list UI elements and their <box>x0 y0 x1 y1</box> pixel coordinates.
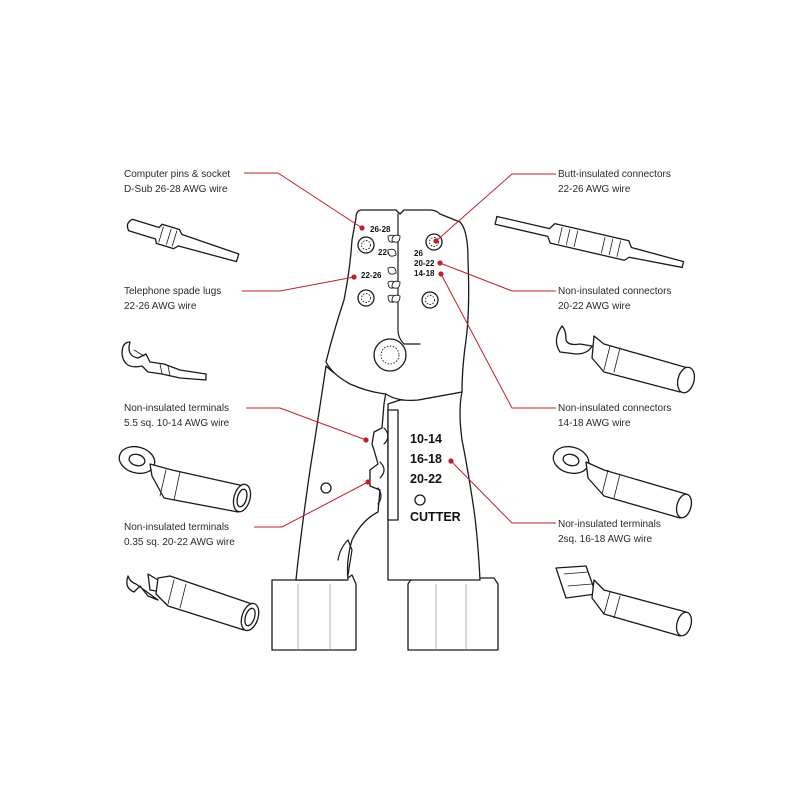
left-arm <box>295 365 387 581</box>
label-butt-insulated-line1: Butt-insulated connectors <box>558 169 671 180</box>
jaw-gap <box>397 213 421 345</box>
label-telephone-spade-line1: Telephone spade lugs <box>124 286 221 297</box>
right-arm-rivet <box>414 494 426 506</box>
left-arm-flange <box>337 538 353 576</box>
die-mark-26-28: 26-28 <box>370 225 391 234</box>
label-nor-insulated-terminals-line2: 2sq. 16-18 AWG wire <box>558 534 653 545</box>
jaw-mark-10-14: 10-14 <box>410 432 442 446</box>
female-spade-2sq-illustration <box>555 565 693 637</box>
label-telephone-spade-line2: 22-26 AWG wire <box>124 301 197 312</box>
die-mark-26: 26 <box>414 249 423 258</box>
label-nor-insulated-terminals-line1: Nor-insulated terminals <box>558 519 661 530</box>
die-mark-20-22: 20-22 <box>414 259 435 268</box>
label-noninsulated-terminals-55-line2: 5.5 sq. 10-14 AWG wire <box>124 418 230 429</box>
head-bolts <box>357 233 443 309</box>
label-noninsulated-terminals-55-line1: Non-insulated terminals <box>124 403 229 414</box>
jaw-mark-20-22: 20-22 <box>410 472 442 486</box>
telephone-spade-illustration <box>121 341 207 381</box>
crimping-tool: 26-28 22- 22-26 26 20-22 14-18 10-14 16-… <box>271 209 499 651</box>
label-noninsulated-connectors-1418-line2: 14-18 AWG wire <box>558 418 631 429</box>
die-mark-14-18: 14-18 <box>414 269 435 278</box>
right-arm-die-profile <box>387 409 399 521</box>
computer-pin-illustration <box>126 218 240 263</box>
left-grip-seam <box>297 583 331 651</box>
right-grip-seam <box>435 583 467 651</box>
die-mark-22-26: 22-26 <box>361 271 382 280</box>
spade-terminal-035-illustration <box>126 573 260 632</box>
upper-die-teeth <box>387 234 401 303</box>
ring-terminal-1014-illustration <box>118 445 252 513</box>
tool-head <box>325 209 470 402</box>
label-noninsulated-connectors-2022-line1: Non-insulated connectors <box>558 286 671 297</box>
label-computer-pins-line2: D-Sub 26-28 AWG wire <box>124 184 228 195</box>
left-handle-grip <box>271 574 357 651</box>
pivot-bolt-center <box>380 345 400 365</box>
label-noninsulated-connectors-2022-line2: 20-22 AWG wire <box>558 301 631 312</box>
ring-connector-1418-illustration <box>552 445 693 519</box>
label-noninsulated-terminals-035-line1: Non-insulated terminals <box>124 522 229 533</box>
die-mark-22: 22- <box>378 248 390 257</box>
left-arm-rivet <box>320 482 332 494</box>
butt-connector-illustration <box>494 215 685 269</box>
cutter-label: CUTTER <box>410 510 461 524</box>
jaw-mark-16-18: 16-18 <box>410 452 442 466</box>
label-computer-pins-line1: Computer pins & socket <box>124 169 230 180</box>
leader-lines <box>242 172 556 528</box>
fork-connector-2022-illustration <box>555 325 696 394</box>
label-noninsulated-connectors-1418-line1: Non-insulated connectors <box>558 403 671 414</box>
right-arm <box>387 391 481 581</box>
label-butt-insulated-line2: 22-26 AWG wire <box>558 184 631 195</box>
label-noninsulated-terminals-035-line2: 0.35 sq. 20-22 AWG wire <box>124 537 235 548</box>
right-handle-grip <box>407 577 499 651</box>
